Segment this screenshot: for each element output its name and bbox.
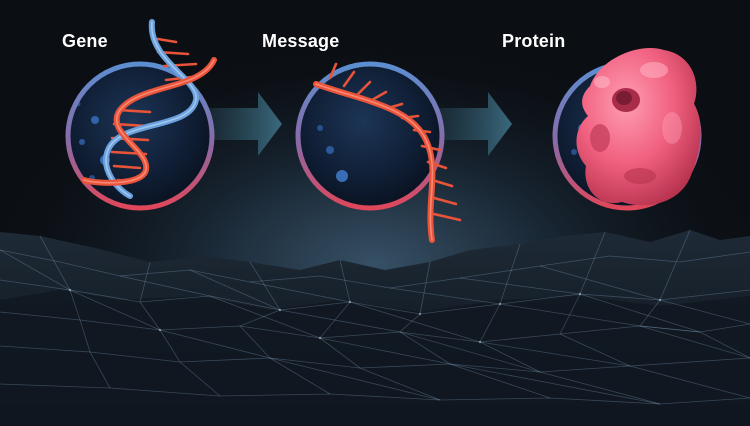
arrow-right-icon xyxy=(440,92,512,156)
gene-label: Gene xyxy=(62,31,108,51)
wireframe-landscape xyxy=(0,229,750,426)
protein-stage xyxy=(552,47,702,211)
dna-double-helix-icon xyxy=(81,19,217,199)
arrow-right-icon xyxy=(210,92,282,156)
folded-protein-icon xyxy=(576,47,701,206)
message-label: Message xyxy=(262,31,340,51)
protein-label: Protein xyxy=(502,31,566,51)
message-stage xyxy=(295,61,462,243)
rna-single-strand-icon xyxy=(313,62,462,243)
gene-stage xyxy=(65,19,217,211)
